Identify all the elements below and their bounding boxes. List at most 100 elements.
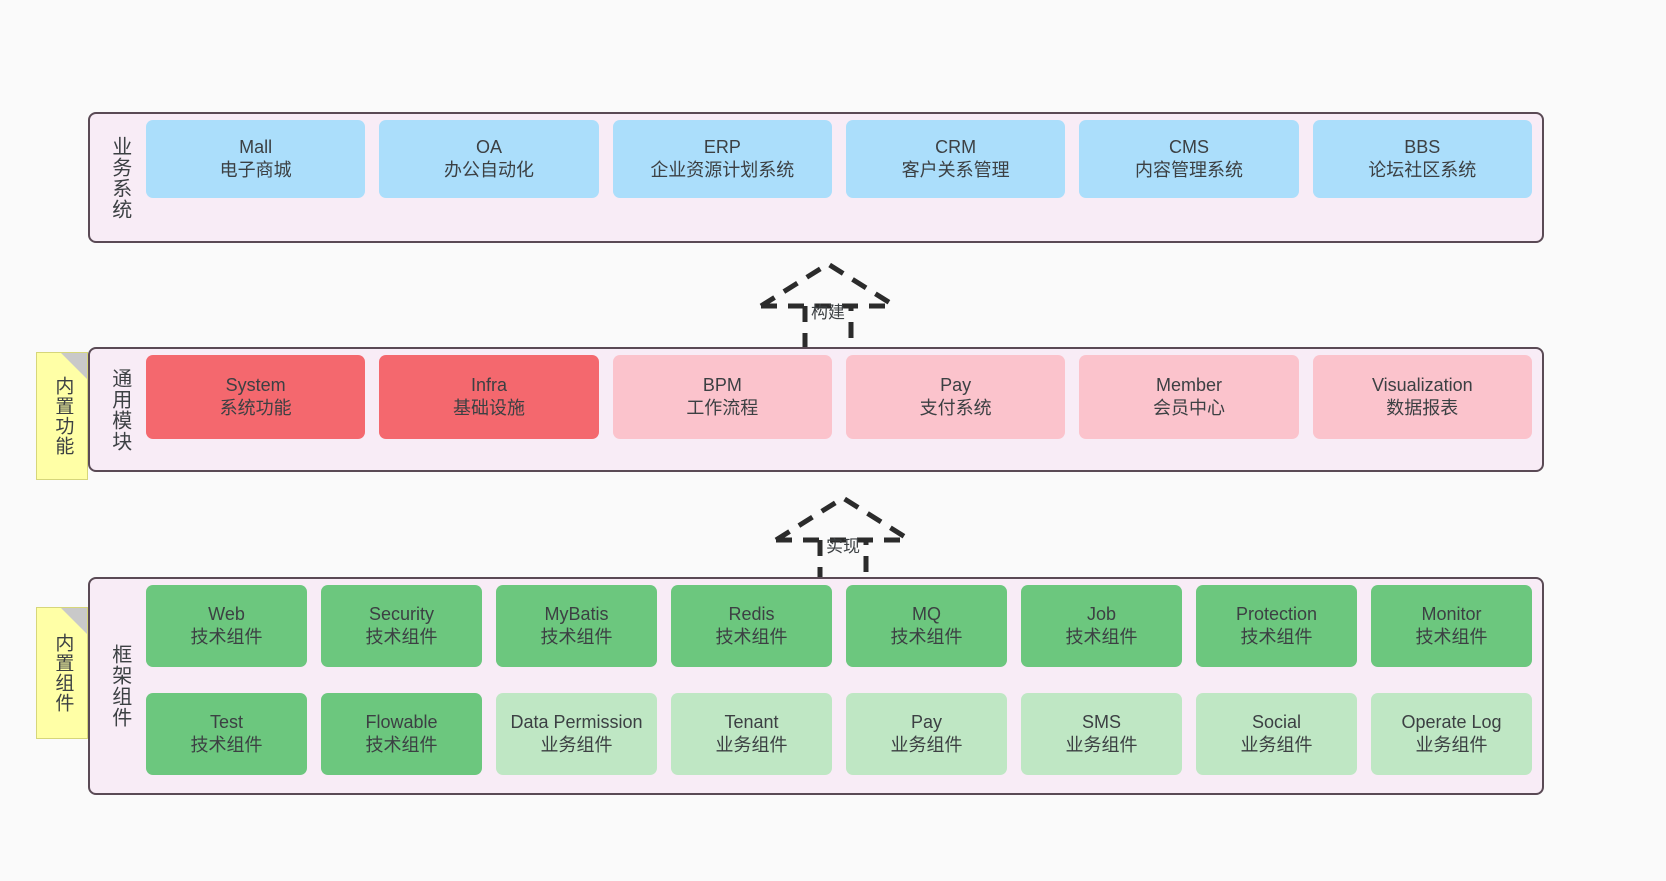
card-subtitle: 电子商城 [219,160,292,180]
card-title: Member [1155,374,1222,395]
card-title: Pay [940,374,972,395]
card-subtitle: 技术组件 [890,627,963,647]
card-visualization[interactable]: Visualization 数据报表 [1312,355,1532,439]
card-bpm[interactable]: BPM 工作流程 [612,355,832,439]
card-title: Test [209,711,243,732]
card-title: Social [1251,711,1302,732]
card-subtitle: 业务组件 [540,735,613,755]
layer-business-cards: Mall 电子商城 OA 办公自动化 ERP 企业资源计划系统 CRM 客户关系… [142,120,1536,235]
card-title: Operate Log [1401,711,1502,732]
card-subtitle: 数据报表 [1386,398,1459,418]
card-subtitle: 技术组件 [1240,627,1313,647]
card-title: Flowable [365,711,438,732]
card-subtitle: 客户关系管理 [901,160,1010,180]
card-flowable[interactable]: Flowable 技术组件 [321,693,482,775]
card-test[interactable]: Test 技术组件 [146,693,307,775]
card-pay-module[interactable]: Pay 支付系统 [845,355,1066,439]
card-erp[interactable]: ERP 企业资源计划系统 [612,120,832,198]
page-fold-icon [61,353,87,379]
card-subtitle: 技术组件 [365,627,438,647]
card-subtitle: 技术组件 [190,627,263,647]
card-title: Visualization [1371,374,1473,395]
card-title: Security [368,603,435,624]
card-security[interactable]: Security 技术组件 [321,585,482,667]
card-title: MQ [912,603,941,624]
layer-title-framework: 框架组件 [108,644,131,728]
card-title: Protection [1235,603,1318,624]
card-row: Test 技术组件 Flowable 技术组件 Data Permission … [146,693,1532,787]
card-title: Redis [728,603,775,624]
card-mall[interactable]: Mall 电子商城 [146,120,366,198]
card-mybatis[interactable]: MyBatis 技术组件 [496,585,657,667]
layer-framework-components: 框架组件 Web 技术组件 Security 技术组件 MyBatis 技术组件… [88,577,1544,795]
card-title: Mall [239,136,273,157]
card-subtitle: 办公自动化 [443,160,534,180]
card-social[interactable]: Social 业务组件 [1196,693,1357,775]
card-subtitle: 技术组件 [1065,627,1138,647]
card-title: ERP [703,136,741,157]
card-subtitle: 工作流程 [686,398,759,418]
sticky-note-builtin-features: 内置功能 [36,352,88,480]
card-row: Web 技术组件 Security 技术组件 MyBatis 技术组件 Redi… [146,585,1532,679]
card-redis[interactable]: Redis 技术组件 [671,585,832,667]
card-data-permission[interactable]: Data Permission 业务组件 [496,693,657,775]
card-subtitle: 内容管理系统 [1134,160,1243,180]
card-job[interactable]: Job 技术组件 [1021,585,1182,667]
card-subtitle: 系统功能 [219,398,292,418]
card-title: System [225,374,286,395]
card-subtitle: 会员中心 [1152,398,1225,418]
layer-business-systems: 业务系统 Mall 电子商城 OA 办公自动化 ERP 企业资源计划系统 CRM… [88,112,1544,243]
sticky-note-label: 内置功能 [52,376,74,456]
card-title: Web [208,603,245,624]
page-fold-icon [61,608,87,634]
card-monitor[interactable]: Monitor 技术组件 [1371,585,1532,667]
card-subtitle: 技术组件 [365,735,438,755]
card-title: OA [475,136,502,157]
card-title: MyBatis [544,603,609,624]
sticky-note-label: 内置组件 [52,633,74,713]
card-subtitle: 业务组件 [1240,735,1313,755]
card-subtitle: 业务组件 [715,735,788,755]
card-subtitle: 业务组件 [1065,735,1138,755]
card-subtitle: 论坛社区系统 [1368,160,1477,180]
card-title: SMS [1081,711,1121,732]
layer-framework-cards: Web 技术组件 Security 技术组件 MyBatis 技术组件 Redi… [142,585,1536,787]
card-title: Job [1086,603,1117,624]
layer-common-cards: System 系统功能 Infra 基础设施 BPM 工作流程 Pay 支付系统… [142,355,1536,464]
card-system[interactable]: System 系统功能 [146,355,366,439]
card-sms[interactable]: SMS 业务组件 [1021,693,1182,775]
card-cms[interactable]: CMS 内容管理系统 [1079,120,1299,198]
card-title: BPM [702,374,742,395]
relation-build: 构建 [753,258,903,358]
card-protection[interactable]: Protection 技术组件 [1196,585,1357,667]
card-title: Pay [910,711,943,732]
card-web[interactable]: Web 技术组件 [146,585,307,667]
card-operate-log[interactable]: Operate Log 业务组件 [1371,693,1532,775]
card-title: Infra [470,374,507,395]
card-title: BBS [1404,136,1441,157]
card-subtitle: 技术组件 [715,627,788,647]
card-mq[interactable]: MQ 技术组件 [846,585,1007,667]
layer-title-business: 业务系统 [108,135,131,220]
card-infra[interactable]: Infra 基础设施 [379,355,599,439]
card-oa[interactable]: OA 办公自动化 [379,120,599,198]
card-subtitle: 技术组件 [190,735,263,755]
card-member[interactable]: Member 会员中心 [1079,355,1299,439]
card-title: CMS [1168,136,1209,157]
relation-label-build: 构建 [811,303,845,322]
card-bbs[interactable]: BBS 论坛社区系统 [1312,120,1532,198]
sticky-note-builtin-components: 内置组件 [36,607,88,739]
card-subtitle: 技术组件 [1415,627,1488,647]
card-subtitle: 支付系统 [919,398,992,418]
card-title: Data Permission [510,711,643,732]
card-crm[interactable]: CRM 客户关系管理 [845,120,1066,198]
card-row: Mall 电子商城 OA 办公自动化 ERP 企业资源计划系统 CRM 客户关系… [146,120,1532,235]
card-subtitle: 业务组件 [890,735,963,755]
card-subtitle: 企业资源计划系统 [650,160,795,180]
card-subtitle: 技术组件 [540,627,613,647]
card-title: Monitor [1421,603,1482,624]
card-tenant[interactable]: Tenant 业务组件 [671,693,832,775]
card-subtitle: 业务组件 [1415,735,1488,755]
card-pay-component[interactable]: Pay 业务组件 [846,693,1007,775]
